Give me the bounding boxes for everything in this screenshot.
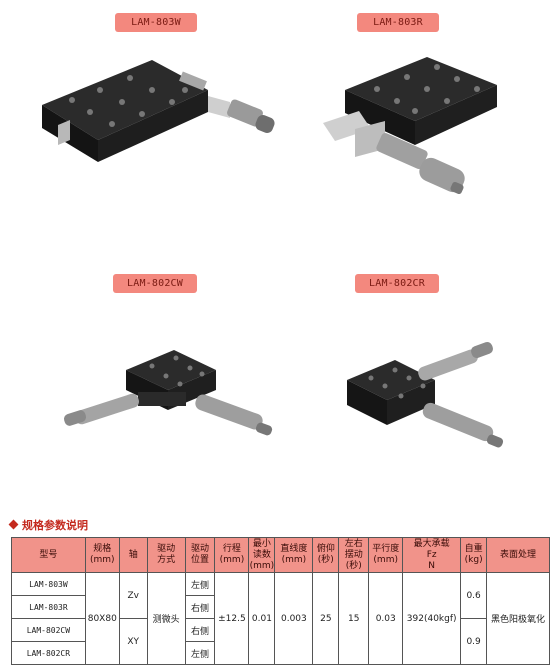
product-image-lam-802cr — [347, 342, 504, 448]
cell-max-load: 392(40kgf) — [402, 572, 462, 665]
cell-model: LAM-802CW — [11, 618, 86, 642]
header-drive-method: 驱动方式 — [146, 537, 186, 573]
cell-spec: 80X80 — [84, 572, 120, 665]
label-lam-803r: LAM-803R — [357, 13, 439, 32]
cell-axis: XY — [118, 618, 148, 665]
header-weight: 自重(kg) — [460, 537, 488, 573]
cell-surface: 黑色阳极氧化 — [486, 572, 550, 665]
table-header-row: 型号 规格(mm) 轴 驱动方式 驱动位置 行程(mm) 最小读数(mm) 直线… — [11, 537, 550, 573]
cell-drive-method: 测微头 — [146, 572, 186, 665]
table-row: LAM-802CR 左侧 — [11, 641, 550, 665]
header-axis: 轴 — [118, 537, 148, 573]
cell-model: LAM-803W — [11, 572, 86, 596]
cell-drive-position: 左侧 — [184, 572, 216, 596]
header-model: 型号 — [11, 537, 86, 573]
cell-weight: 0.6 — [460, 572, 488, 619]
table-row: LAM-802CW XY 右侧 0.9 — [11, 618, 550, 665]
header-min-reading: 最小读数(mm) — [248, 537, 276, 573]
product-image-lam-802cw — [63, 350, 273, 436]
section-title: 规格参数说明 — [8, 517, 88, 533]
cell-yaw: 15 — [338, 572, 370, 665]
section-title-text: 规格参数说明 — [22, 519, 88, 532]
cell-pitch: 25 — [312, 572, 340, 665]
label-lam-802cw: LAM-802CW — [113, 274, 197, 293]
header-drive-position: 驱动位置 — [184, 537, 216, 573]
cell-drive-position: 右侧 — [184, 595, 216, 619]
spec-table: 型号 规格(mm) 轴 驱动方式 驱动位置 行程(mm) 最小读数(mm) 直线… — [11, 537, 550, 665]
table-row: LAM-803W 80X80 Zv 测微头 左侧 ±12.5 0.01 0.00… — [11, 572, 550, 665]
header-yaw: 左右摆动(秒) — [338, 537, 370, 573]
cell-axis: Zv — [118, 572, 148, 619]
cell-weight: 0.9 — [460, 618, 488, 665]
header-surface: 表面处理 — [486, 537, 550, 573]
header-pitch: 俯仰(秒) — [312, 537, 340, 573]
cell-parallelism: 0.03 — [368, 572, 404, 665]
cell-straightness: 0.003 — [274, 572, 314, 665]
header-travel: 行程(mm) — [214, 537, 250, 573]
product-image-lam-803w — [42, 60, 275, 162]
header-parallelism: 平行度(mm) — [368, 537, 404, 573]
header-straightness: 直线度(mm) — [274, 537, 314, 573]
cell-min-reading: 0.01 — [248, 572, 276, 665]
label-lam-802cr: LAM-802CR — [355, 274, 439, 293]
diamond-icon — [8, 519, 19, 530]
cell-drive-position: 右侧 — [184, 618, 216, 642]
product-image-lam-803r — [323, 57, 497, 195]
cell-drive-position: 左侧 — [184, 641, 216, 665]
cell-model: LAM-802CR — [11, 641, 86, 665]
header-spec: 规格(mm) — [84, 537, 120, 573]
label-lam-803w: LAM-803W — [115, 13, 197, 32]
cell-model: LAM-803R — [11, 595, 86, 619]
cell-travel: ±12.5 — [214, 572, 250, 665]
